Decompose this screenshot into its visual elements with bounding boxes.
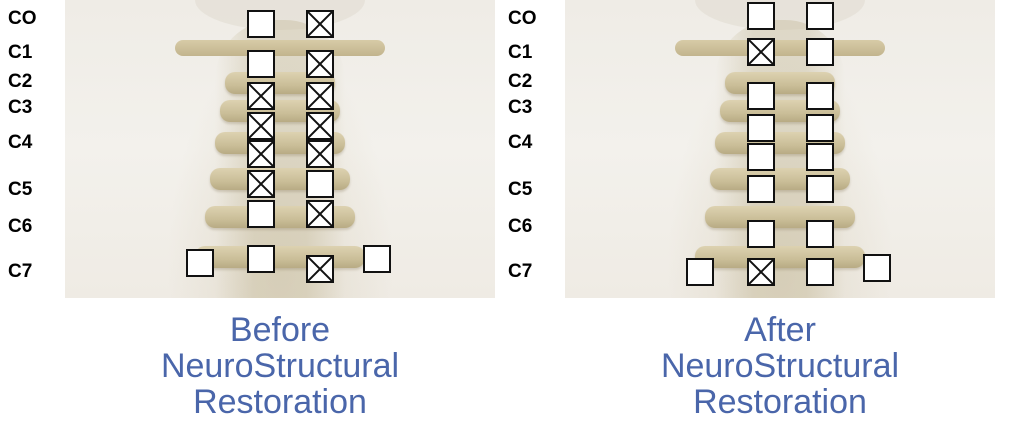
level-label-c7: C7 (508, 261, 533, 282)
segment-marker-c6-right-marked (306, 200, 334, 228)
caption-line: NeuroStructural (660, 347, 900, 385)
x-mark-icon (308, 257, 332, 281)
level-label-c6: C6 (8, 216, 33, 237)
x-mark-stroke (249, 142, 273, 166)
segment-marker-c3-left-marked (247, 112, 275, 140)
level-label-c3: C3 (508, 97, 533, 118)
segment-marker-c6-left-clear (247, 200, 275, 228)
neck-spine-illustration (565, 0, 995, 298)
segment-marker-co-left-clear (747, 2, 775, 30)
x-mark-stroke (749, 260, 773, 284)
x-mark-stroke (249, 172, 273, 196)
level-label-c4: C4 (8, 132, 33, 153)
segment-marker-c6-left-clear (747, 220, 775, 248)
segment-marker-c2-right-clear (806, 82, 834, 110)
x-mark-icon (308, 114, 332, 138)
x-mark-stroke (749, 40, 773, 64)
neck-spine-illustration (65, 0, 495, 298)
caption-line: After (744, 311, 816, 349)
atlas-vertebra (675, 40, 885, 56)
atlas-vertebra (175, 40, 385, 56)
level-label-c2: C2 (8, 71, 33, 92)
x-mark-stroke (308, 202, 332, 226)
segment-marker-c3-right-marked (306, 112, 334, 140)
caption: Before NeuroStructural Restoration (65, 312, 495, 420)
x-mark-stroke (249, 114, 273, 138)
x-mark-icon (249, 142, 273, 166)
caption-line: Restoration (693, 383, 867, 421)
segment-marker-c7-far-left-clear (686, 258, 714, 286)
segment-marker-c4-left-marked (247, 140, 275, 168)
level-label-c1: C1 (8, 42, 33, 63)
x-mark-stroke (308, 142, 332, 166)
segment-marker-c7-far-right-clear (863, 254, 891, 282)
x-mark-stroke (308, 12, 332, 36)
segment-marker-c5-right-clear (806, 175, 834, 203)
x-mark-stroke (249, 84, 273, 108)
segment-marker-c2-right-marked (306, 82, 334, 110)
level-label-c5: C5 (508, 179, 533, 200)
segment-marker-c4-left-clear (747, 143, 775, 171)
x-mark-stroke (308, 84, 332, 108)
x-mark-stroke (308, 114, 332, 138)
x-mark-icon (749, 40, 773, 64)
segment-marker-c5-left-marked (247, 170, 275, 198)
segment-marker-c4-right-clear (806, 143, 834, 171)
x-mark-icon (249, 172, 273, 196)
segment-marker-c1-left-clear (247, 50, 275, 78)
x-mark-icon (308, 202, 332, 226)
level-label-c4: C4 (508, 132, 533, 153)
x-mark-stroke (308, 52, 332, 76)
segment-marker-c7-left-clear (247, 245, 275, 273)
x-mark-icon (308, 142, 332, 166)
segment-marker-co-left-clear (247, 10, 275, 38)
x-mark-icon (249, 84, 273, 108)
x-mark-stroke (308, 257, 332, 281)
x-mark-icon (308, 12, 332, 36)
caption: After NeuroStructural Restoration (565, 312, 995, 420)
level-label-c6: C6 (508, 216, 533, 237)
x-mark-icon (749, 260, 773, 284)
level-label-c5: C5 (8, 179, 33, 200)
segment-marker-co-right-marked (306, 10, 334, 38)
segment-marker-c7-far-right-clear (363, 245, 391, 273)
segment-marker-c5-right-clear (306, 170, 334, 198)
segment-marker-c7-right-marked (306, 255, 334, 283)
x-mark-icon (308, 52, 332, 76)
level-label-c1: C1 (508, 42, 533, 63)
segment-marker-c6-right-clear (806, 220, 834, 248)
segment-marker-c7-far-left-clear (186, 249, 214, 277)
vertebra-c7 (695, 246, 865, 268)
x-mark-icon (308, 84, 332, 108)
level-label-co: CO (508, 8, 537, 29)
segment-marker-c2-left-clear (747, 82, 775, 110)
caption-line: Restoration (193, 383, 367, 421)
segment-marker-c3-right-clear (806, 114, 834, 142)
segment-marker-c2-left-marked (247, 82, 275, 110)
segment-marker-c7-right-clear (806, 258, 834, 286)
segment-marker-c7-left-marked (747, 258, 775, 286)
level-label-c3: C3 (8, 97, 33, 118)
segment-marker-c1-right-marked (306, 50, 334, 78)
segment-marker-c1-left-marked (747, 38, 775, 66)
vertebra-c7 (195, 246, 365, 268)
segment-marker-c3-left-clear (747, 114, 775, 142)
segment-marker-co-right-clear (806, 2, 834, 30)
caption-line: Before (229, 311, 331, 349)
segment-marker-c5-left-clear (747, 175, 775, 203)
segment-marker-c1-right-clear (806, 38, 834, 66)
level-label-co: CO (8, 8, 37, 29)
level-label-c2: C2 (508, 71, 533, 92)
level-label-c7: C7 (8, 261, 33, 282)
x-mark-icon (249, 114, 273, 138)
segment-marker-c4-right-marked (306, 140, 334, 168)
caption-line: NeuroStructural (160, 347, 400, 385)
